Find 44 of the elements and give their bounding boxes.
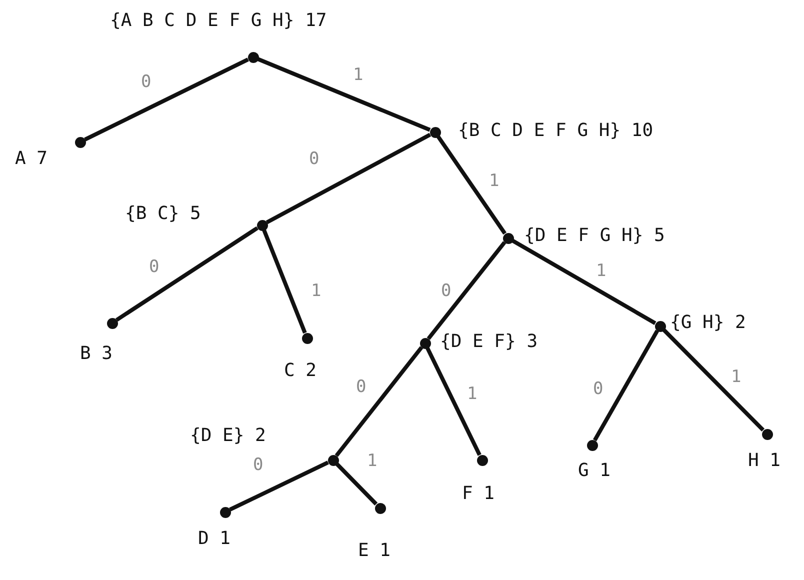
node-label: G 1 — [578, 460, 611, 481]
tree-branch — [426, 241, 506, 340]
tree-branch — [335, 462, 378, 506]
tree-branch — [426, 347, 482, 456]
tree-branch — [334, 346, 424, 457]
tree-branch — [257, 57, 431, 132]
node-label: {D E F} 3 — [440, 331, 538, 352]
tree-node-dot — [220, 506, 230, 518]
tree-node-dot — [654, 320, 666, 332]
tree-branch — [116, 226, 258, 322]
node-label: E 1 — [358, 540, 391, 561]
tree-node-dot — [586, 440, 598, 450]
tree-branch — [512, 239, 656, 325]
tree-node-dot — [256, 220, 268, 230]
tree-branch — [593, 330, 659, 442]
tree-node-dot — [248, 52, 258, 62]
tree-branch — [266, 132, 432, 224]
tree-node-dot — [762, 428, 772, 440]
node-label: {B C D E F G H} 10 — [458, 120, 654, 141]
node-label: {A B C D E F G H} 17 — [110, 10, 327, 31]
tree-branch — [436, 135, 507, 235]
tree-node-dot — [328, 454, 338, 466]
tree-node-dot — [476, 454, 488, 466]
tree-branch — [262, 229, 307, 334]
node-label: {D E} 2 — [190, 425, 266, 446]
node-label: B 3 — [80, 343, 113, 364]
node-label: H 1 — [748, 450, 781, 471]
node-label: D 1 — [198, 528, 231, 549]
tree-branch — [84, 58, 249, 142]
node-label: F 1 — [462, 483, 495, 504]
tree-node-dot — [430, 126, 440, 138]
tree-node-dot — [502, 232, 514, 244]
tree-node-dot — [374, 502, 386, 514]
node-label: C 2 — [284, 360, 317, 381]
node-label: {D E F G H} 5 — [524, 225, 665, 246]
tree-node-dot — [74, 136, 86, 148]
node-label: {G H} 2 — [670, 312, 746, 333]
tree-node-dot — [302, 332, 312, 344]
node-label: A 7 — [15, 148, 48, 169]
tree-branch — [229, 460, 329, 512]
tree-node-dot — [420, 338, 430, 348]
node-label: {B C} 5 — [125, 203, 201, 224]
tree-node-dot — [106, 318, 118, 328]
tree-branch — [662, 328, 765, 432]
